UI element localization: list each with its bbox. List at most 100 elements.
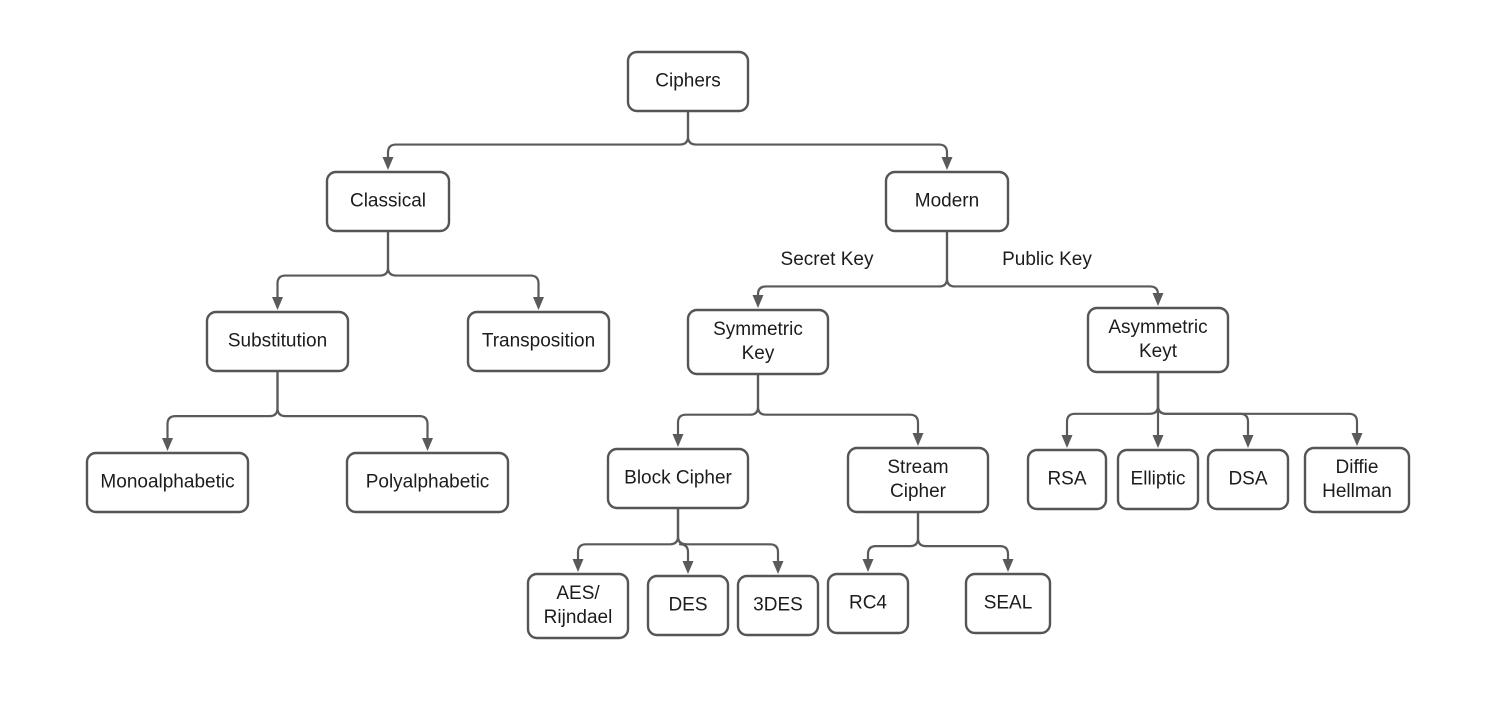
node-elliptic[interactable]: Elliptic xyxy=(1116,448,1200,511)
arrow-head-des xyxy=(682,561,694,574)
label-secret-key: Secret Key xyxy=(781,249,874,270)
edge-classical-to-substitution xyxy=(276,229,390,299)
arrow-head-aes-rijndael xyxy=(572,559,584,572)
arrow-head-asymmetric-key xyxy=(1152,293,1164,306)
edge-symmetric-key-to-block-cipher xyxy=(676,372,760,436)
arrow-head-rc4 xyxy=(862,559,874,572)
node-box-rc4 xyxy=(826,572,910,635)
node-label-transposition: Transposition xyxy=(482,331,595,352)
edge-stream-cipher-to-seal xyxy=(916,510,1010,561)
node-substitution[interactable]: Substitution xyxy=(205,310,350,373)
node-box-3des xyxy=(736,574,820,637)
node-dsa[interactable]: DSA xyxy=(1206,448,1290,511)
node-box-block-cipher xyxy=(606,447,750,510)
arrow-head-classical xyxy=(382,157,394,170)
node-label-ciphers: Ciphers xyxy=(655,71,720,92)
node-3des[interactable]: 3DES xyxy=(736,574,820,637)
node-label-substitution: Substitution xyxy=(228,331,327,352)
node-label-elliptic: Elliptic xyxy=(1131,469,1186,490)
node-box-substitution xyxy=(205,310,350,373)
arrow-head-polyalphabetic xyxy=(422,438,433,451)
node-label-seal: SEAL xyxy=(984,593,1033,614)
node-ciphers[interactable]: Ciphers xyxy=(626,50,750,113)
node-polyalphabetic[interactable]: Polyalphabetic xyxy=(345,451,510,514)
arrow-head-modern xyxy=(941,157,953,170)
node-label-aes-rijndael: AES/Rijndael xyxy=(544,583,613,628)
node-label-monoalphabetic: Monoalphabetic xyxy=(100,472,234,493)
edge-block-cipher-to-aes-rijndael xyxy=(576,506,680,561)
node-box-dsa xyxy=(1206,448,1290,511)
node-block-cipher[interactable]: Block Cipher xyxy=(606,447,750,510)
edge-labels-layer: Secret Key Public Key xyxy=(781,249,1093,270)
node-seal[interactable]: SEAL xyxy=(964,572,1052,635)
node-box-monoalphabetic xyxy=(85,451,250,514)
node-label-block-cipher: Block Cipher xyxy=(624,468,732,489)
arrow-head-elliptic xyxy=(1152,435,1164,448)
node-box-rsa xyxy=(1026,448,1108,511)
edge-ciphers-to-modern xyxy=(686,109,949,159)
arrow-head-block-cipher xyxy=(672,434,684,447)
node-box-asymmetric-key xyxy=(1086,306,1230,374)
node-aes-rijndael[interactable]: AES/Rijndael xyxy=(526,572,630,640)
label-public-key: Public Key xyxy=(1002,249,1092,270)
arrow-head-rsa xyxy=(1061,435,1073,448)
node-box-classical xyxy=(325,170,451,233)
node-box-elliptic xyxy=(1116,448,1200,511)
arrow-head-diffie-hellman xyxy=(1351,433,1363,446)
node-modern[interactable]: Modern xyxy=(884,170,1010,233)
node-box-symmetric-key xyxy=(686,308,830,376)
arrow-head-3des xyxy=(772,561,784,574)
edge-block-cipher-to-des xyxy=(676,506,690,563)
node-label-des: DES xyxy=(668,595,707,616)
edge-stream-cipher-to-rc4 xyxy=(866,510,920,561)
node-des[interactable]: DES xyxy=(646,574,730,637)
node-classical[interactable]: Classical xyxy=(325,170,451,233)
edge-asymmetric-key-to-dsa xyxy=(1156,370,1250,437)
arrow-head-seal xyxy=(1002,559,1014,572)
edge-classical-to-transposition xyxy=(386,229,540,299)
node-box-des xyxy=(646,574,730,637)
node-label-rc4: RC4 xyxy=(849,593,887,614)
node-box-polyalphabetic xyxy=(345,451,510,514)
node-box-aes-rijndael xyxy=(526,572,630,640)
node-rsa[interactable]: RSA xyxy=(1026,448,1108,511)
arrow-head-monoalphabetic xyxy=(162,438,173,451)
node-box-diffie-hellman xyxy=(1303,446,1411,514)
edge-substitution-to-polyalphabetic xyxy=(276,369,429,440)
edge-substitution-to-monoalphabetic xyxy=(166,369,279,440)
node-label-polyalphabetic: Polyalphabetic xyxy=(366,472,490,493)
arrow-head-symmetric-key xyxy=(752,295,764,308)
edge-asymmetric-key-to-diffie-hellman xyxy=(1156,370,1359,435)
edge-symmetric-key-to-stream-cipher xyxy=(756,372,920,435)
node-label-modern: Modern xyxy=(915,191,979,212)
node-monoalphabetic[interactable]: Monoalphabetic xyxy=(85,451,250,514)
node-label-3des: 3DES xyxy=(753,595,803,616)
arrow-head-substitution xyxy=(272,297,283,310)
node-box-stream-cipher xyxy=(846,446,990,514)
edge-block-cipher-to-3des xyxy=(676,506,780,563)
arrow-head-dsa xyxy=(1242,435,1254,448)
node-label-dsa: DSA xyxy=(1228,469,1267,490)
node-label-rsa: RSA xyxy=(1047,469,1086,490)
node-box-ciphers xyxy=(626,50,750,113)
node-box-modern xyxy=(884,170,1010,233)
node-box-seal xyxy=(964,572,1052,635)
edge-ciphers-to-classical xyxy=(386,109,690,159)
arrow-head-transposition xyxy=(533,297,544,310)
node-transposition[interactable]: Transposition xyxy=(466,310,611,373)
edge-modern-to-asymmetric-key xyxy=(945,229,1160,296)
arrow-head-stream-cipher xyxy=(912,433,924,446)
node-rc4[interactable]: RC4 xyxy=(826,572,910,635)
node-box-transposition xyxy=(466,310,611,373)
edge-asymmetric-key-to-rsa xyxy=(1065,370,1160,437)
